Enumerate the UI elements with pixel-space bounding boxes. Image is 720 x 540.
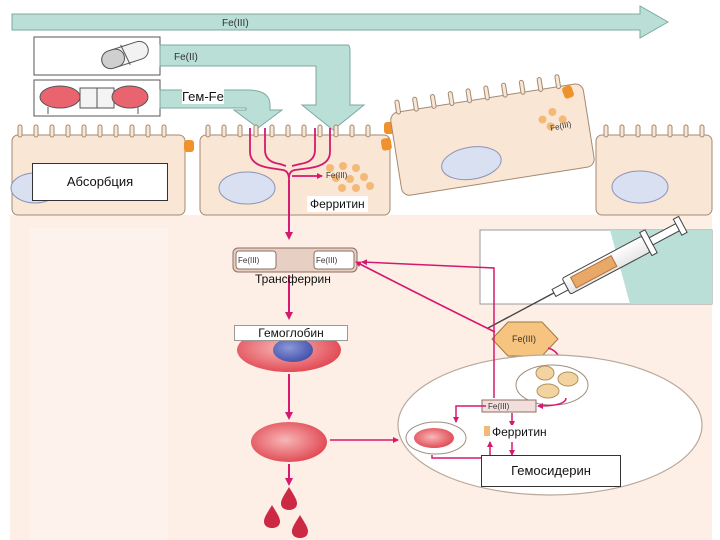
fe3-intake-label: Fe(III) [222,18,249,29]
heme-fe-label: Гем-Fe [182,89,224,104]
fe3-transferrin-right-label: Fe(III) [316,256,338,265]
fe3-intake-arrow [11,5,670,39]
transferrin-complex [232,247,358,273]
fe2-label: Fe(II) [174,52,198,63]
hemoglobin-label: Гемоглобин [234,325,348,341]
absorption-label: Абсорбция [32,163,168,201]
fe3-shed-cell-text: Fe(III) [549,120,572,133]
transferrin-label: Трансферрин [255,272,331,286]
macrophage [397,354,703,496]
erythrocyte [251,422,327,462]
fe3-transferrin-left-label: Fe(III) [238,256,260,265]
syringe-icon [486,215,688,330]
ferritin-marker [484,426,494,436]
transporter-marker [184,140,194,152]
fe3-enterocyte-label: Fe(III) [326,171,348,180]
blood-drops-icon [263,487,309,538]
microvilli [17,124,705,138]
hexagon-to-transferrin-arrow [355,261,496,333]
transporter-marker [562,85,574,99]
pill-icon [101,40,149,70]
enterocyte-middle [199,134,391,216]
ferritin-intestine-label: Ферритин [307,196,368,212]
absorption-paths [249,128,331,240]
shedding-enterocyte [380,74,595,196]
ferritin-macrophage-label: Ферритин [490,425,549,439]
fe3-hexagon-label: Fe(III) [512,334,536,344]
fe2-intake-arrow [159,44,366,131]
hemosiderin-label: Гемосидерин [481,455,621,487]
white-panel-left [30,228,168,540]
fe3-macrophage-label: Fe(III) [488,402,510,411]
enterocyte-right [595,134,713,216]
ferritin-granules [326,162,374,192]
meat-cuts-icon [39,85,149,114]
